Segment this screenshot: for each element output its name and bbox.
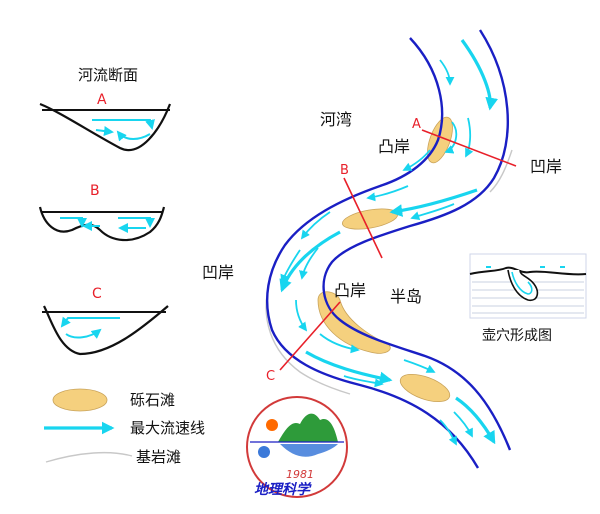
legend-gravel-swatch bbox=[52, 388, 108, 412]
section-line-c bbox=[279, 301, 341, 371]
cross-section-c: C bbox=[42, 286, 169, 356]
river-bank-right bbox=[322, 29, 512, 451]
logo-sun-icon bbox=[266, 419, 278, 431]
circulation-b bbox=[60, 217, 155, 233]
legend-bedrock-label: 基岩滩 bbox=[136, 448, 181, 466]
channel-bed-c bbox=[43, 305, 169, 356]
section-label-c: C bbox=[266, 369, 275, 384]
logo-mountain-icon bbox=[278, 413, 338, 442]
cross-sections-panel: 河流断面 A B C bbox=[38, 66, 172, 356]
section-lines bbox=[279, 129, 517, 371]
concave-bank-left-label: 凹岸 bbox=[202, 263, 234, 282]
cross-section-a: A bbox=[39, 92, 172, 151]
legend-max-flow-label: 最大流速线 bbox=[130, 419, 205, 437]
logo-globe-icon bbox=[258, 446, 270, 458]
geography-logo: 1981 地理科学 bbox=[246, 396, 348, 498]
secondary-flow-arrows bbox=[280, 59, 474, 446]
gravel-bar-lower bbox=[399, 373, 451, 403]
logo-year: 1981 bbox=[286, 468, 314, 481]
circulation-a bbox=[92, 119, 155, 142]
section-line-b bbox=[343, 177, 383, 259]
river-bend: A B C 河湾 凸岸 凹岸 凹岸 凸岸 半岛 bbox=[202, 29, 562, 469]
max-flow-lines bbox=[279, 39, 498, 445]
pothole-inset: 壶穴形成图 bbox=[469, 253, 587, 344]
circulation-c bbox=[60, 316, 120, 339]
bedrock-shoal-left bbox=[265, 289, 351, 395]
cross-section-a-label: A bbox=[97, 92, 107, 108]
section-label-b: B bbox=[340, 163, 349, 178]
concave-bank-right-label: 凹岸 bbox=[530, 157, 562, 176]
peninsula-label: 半岛 bbox=[390, 287, 422, 306]
pothole-ripples bbox=[486, 266, 565, 268]
river-bank-left bbox=[265, 37, 480, 469]
convex-bank-top-label: 凸岸 bbox=[378, 137, 410, 156]
gravel-bar-point bbox=[317, 291, 391, 354]
legend-gravel-label: 砾石滩 bbox=[130, 391, 175, 409]
convex-bank-bottom-label: 凸岸 bbox=[334, 281, 366, 300]
logo-text: 地理科学 bbox=[254, 481, 312, 498]
legend: 砾石滩 最大流速线 基岩滩 bbox=[44, 388, 205, 466]
gravel-bar-middle bbox=[341, 208, 399, 230]
gravel-bar-top bbox=[427, 116, 453, 164]
cross-section-b: B bbox=[38, 183, 166, 242]
section-line-a bbox=[421, 129, 517, 167]
section-label-a: A bbox=[412, 117, 421, 132]
pothole-caption: 壶穴形成图 bbox=[482, 328, 552, 344]
channel-bed-a bbox=[39, 102, 172, 151]
channel-bed-b bbox=[38, 206, 166, 242]
bedrock-shoal-right bbox=[489, 149, 513, 193]
legend-bedrock-swatch bbox=[45, 451, 133, 463]
cross-sections-title: 河流断面 bbox=[78, 66, 138, 84]
bend-label: 河湾 bbox=[320, 110, 352, 129]
cross-section-c-label: C bbox=[92, 286, 102, 302]
logo-reflection-icon bbox=[280, 444, 338, 457]
pothole-eddy bbox=[511, 271, 533, 295]
cross-section-b-label: B bbox=[90, 183, 100, 199]
